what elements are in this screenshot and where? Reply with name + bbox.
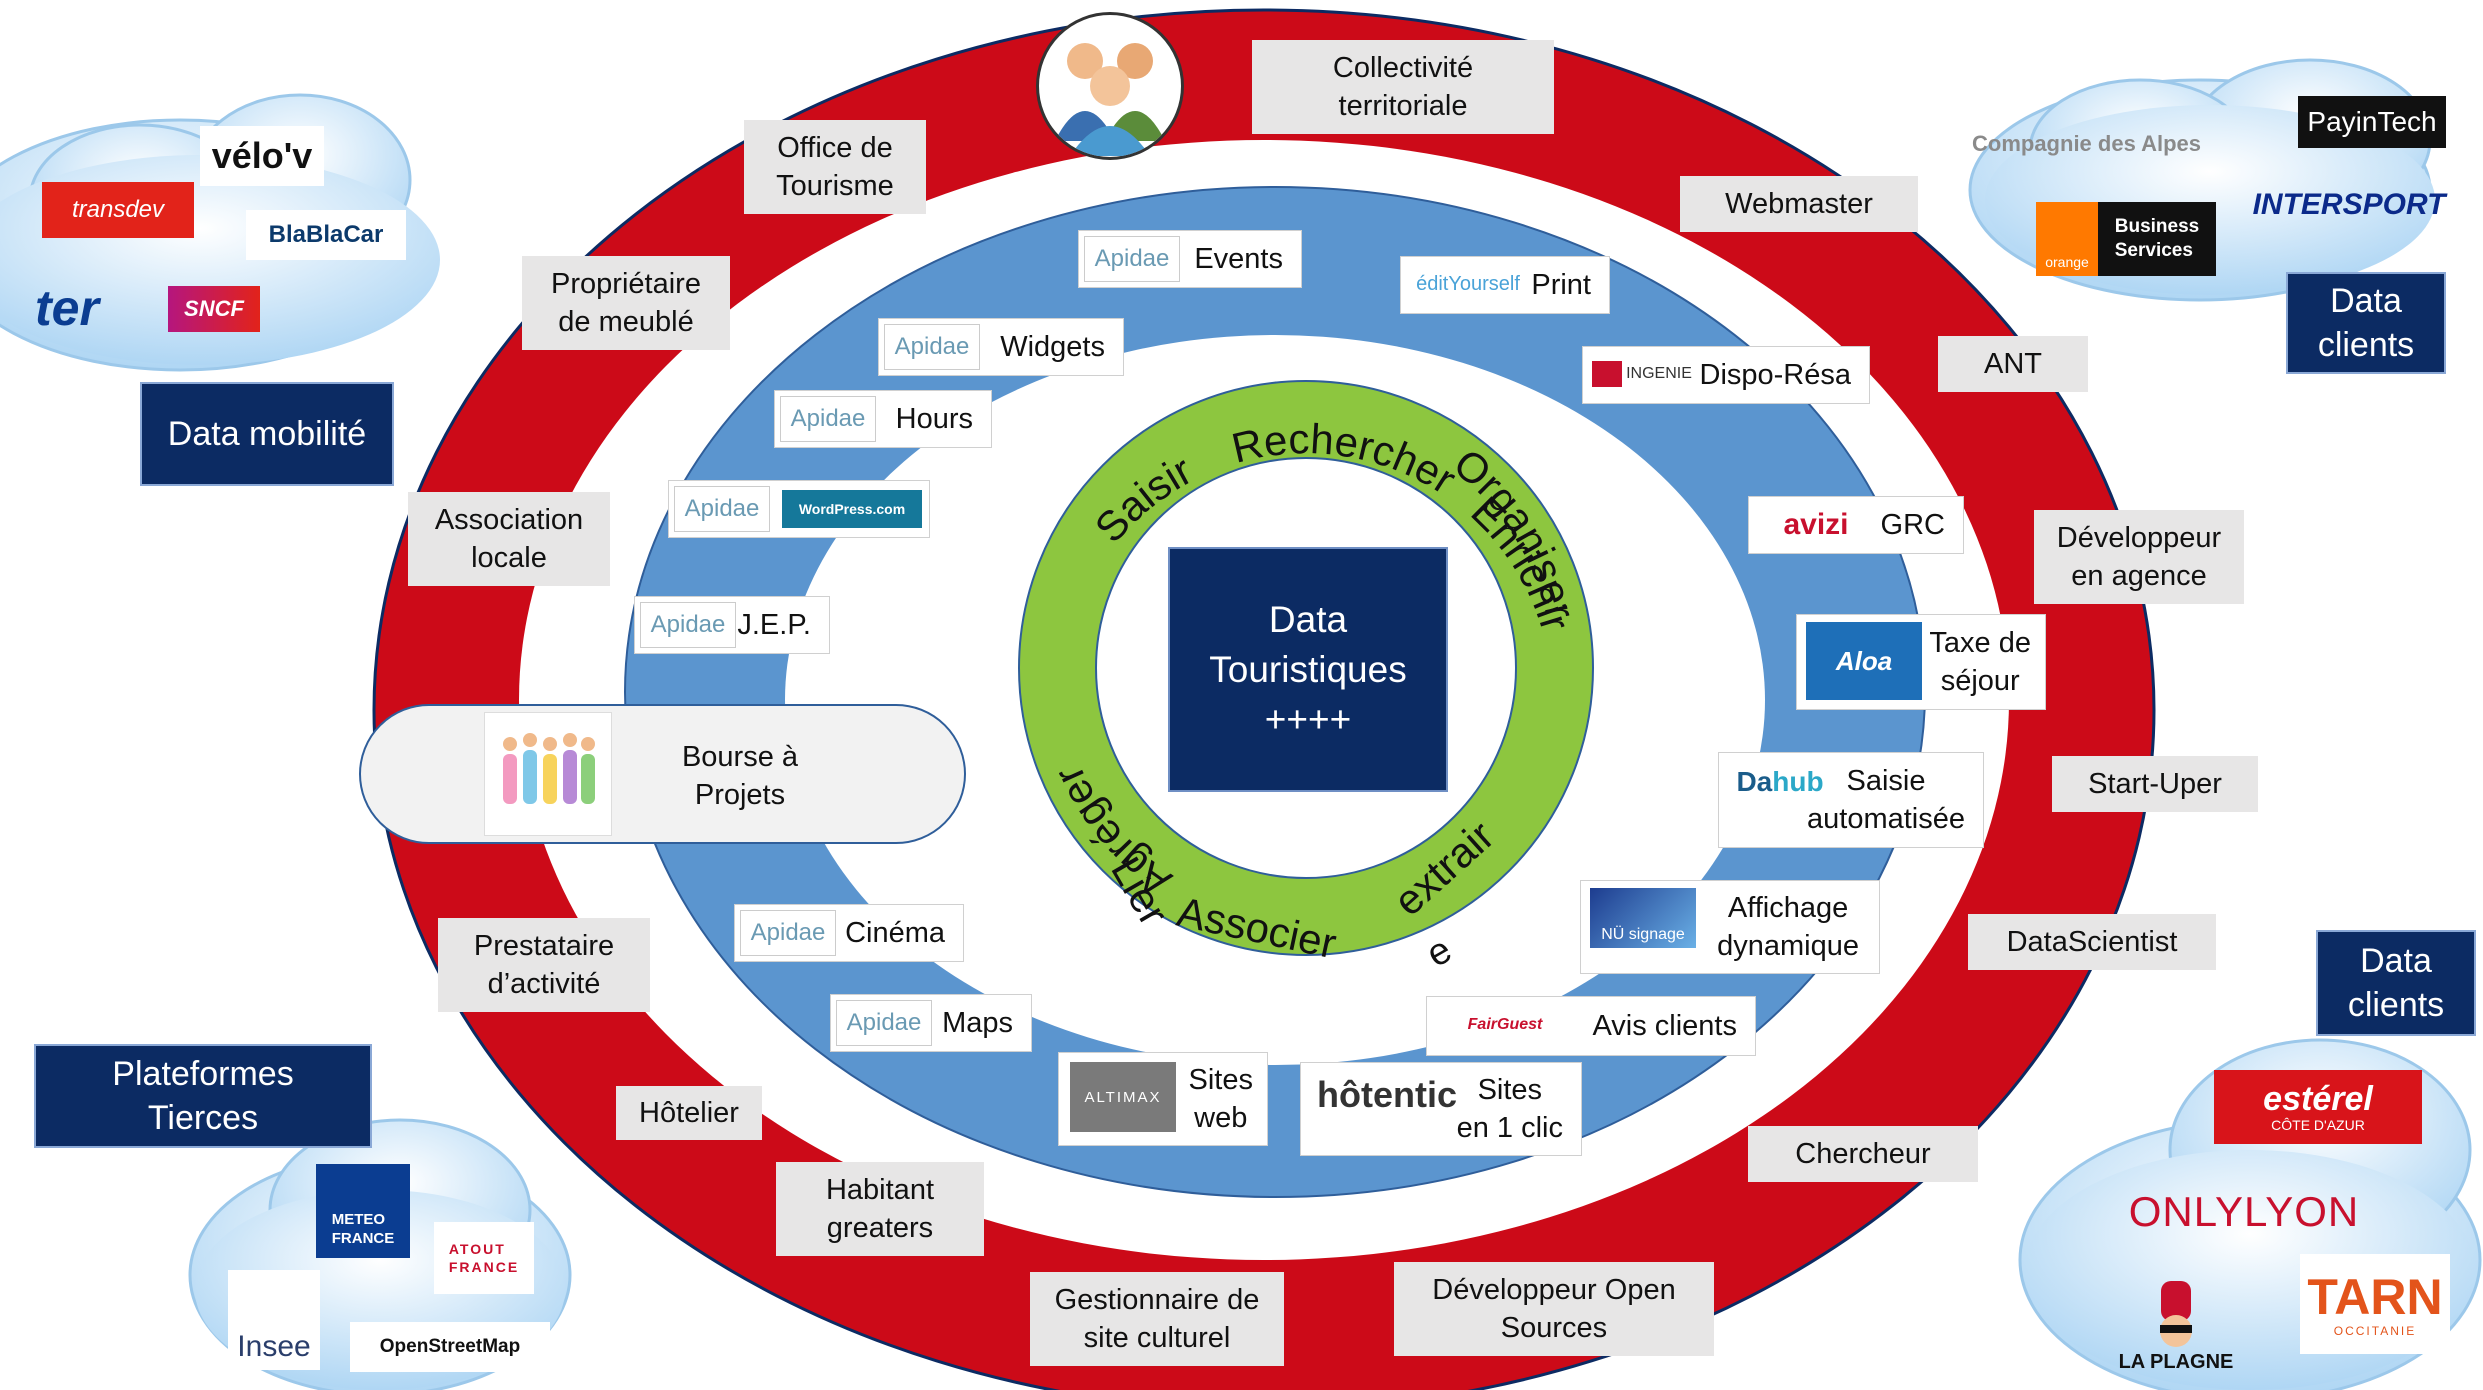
compagnie-alpes-logo: Compagnie des Alpes [1972,131,2202,156]
payintech-logo: PayinTech [2298,96,2446,148]
bourse-label: Bourse à Projets [681,741,799,811]
item-hours-label: Hours [895,403,973,435]
label-habitant: Habitant greaters [776,1162,984,1256]
label-proprietaire: Propriétaire de meublé [522,256,730,350]
blablacar-logo: BlaBlaCar [246,210,406,260]
dahub-da: Da [1736,766,1773,797]
label-association: Association locale [408,492,610,586]
tarn-sub: OCCITANIE [2333,1324,2417,1338]
item-saisie: Saisie automatisée [1718,752,1984,848]
item-widgets-label: Widgets [1000,331,1105,363]
label-webmaster: Webmaster [1680,176,1918,232]
sncf-logo: SNCF [168,286,260,332]
laplagne-logo: LA PLAGNE [2106,1250,2246,1374]
bourse-projects-image [484,712,612,836]
onlylyon-logo: ONLYLYON [2128,1188,2360,1235]
label-dev-agence: Développeur en agence [2034,510,2244,604]
item-jep-label: J.E.P. [737,609,811,641]
item-dispo-resa-label: Dispo-Résa [1699,359,1852,391]
apidae-logo-hours: Apidae [780,396,876,442]
label-plateformes: Plateformes Tierces [34,1044,372,1148]
item-taxe-label: Taxe de séjour [1929,627,2031,697]
item-cinema-label: Cinéma [845,917,945,949]
esterel-logo: estérel CÔTE D'AZUR [2214,1070,2422,1144]
atout-france-logo: ATOUT FRANCE [434,1222,534,1294]
item-print: Print [1400,256,1610,314]
esterel-title: estérel [2263,1080,2373,1118]
item-avis-clients-label: Avis clients [1592,1010,1737,1042]
edit-yourself-logo: éditYourself [1416,272,1520,295]
osm-logo: OpenStreetMap [350,1322,550,1372]
item-sites-web-label: Sites web [1188,1064,1253,1134]
tarn-title: TARN [2307,1269,2443,1325]
label-hotelier: Hôtelier [616,1086,762,1140]
insee-logo: Insee [228,1270,320,1370]
item-maps-label: Maps [942,1007,1013,1039]
altimax-logo: ALTIMAX [1070,1062,1176,1132]
fairguest-logo: FairGuest [1467,1016,1543,1033]
apidae-logo-events: Apidae [1084,236,1180,282]
ingenie-mark [1592,361,1623,387]
tarn-logo: TARN OCCITANIE [2300,1254,2450,1354]
label-startuper: Start-Uper [2052,756,2258,812]
label-collectivite: Collectivité territoriale [1252,40,1554,134]
orange-business-logo: Business Services [2098,202,2216,276]
item-avis-clients: Avis clients [1426,996,1756,1056]
aloa-logo: Aloa [1806,622,1922,700]
meteo-france-logo: METEO FRANCE [316,1164,410,1258]
apidae-logo-cinema: Apidae [740,910,836,956]
wordpress-logo: WordPress.com [782,490,922,528]
orange-logo: orange [2036,202,2098,276]
esterel-sub: CÔTE D'AZUR [2271,1117,2365,1133]
item-print-label: Print [1531,269,1591,301]
label-office-tourisme: Office de Tourisme [744,120,926,214]
item-sites-clic: Sites en 1 clic [1300,1062,1582,1156]
label-dev-open-sources: Développeur Open Sources [1394,1262,1714,1356]
label-ant: ANT [1938,336,2088,392]
dahub-hub: hub [1772,766,1824,797]
label-data-mobilite: Data mobilité [140,382,394,486]
item-sites-clic-label: Sites en 1 clic [1456,1074,1563,1144]
label-chercheur: Chercheur [1748,1126,1978,1182]
laplagne-figure [2160,1281,2192,1347]
people-icon [1036,12,1184,160]
center-data-touristiques: Data Touristiques ++++ [1168,547,1448,792]
transdev-logo: transdev [42,182,194,238]
ingenie-logo: INGENIE [1590,354,1694,394]
ter-logo: ter [35,280,99,336]
item-dispo-resa: Dispo-Résa [1582,346,1870,404]
ingenie-text: INGENIE [1626,365,1692,382]
apidae-logo-wordpress: Apidae [674,486,770,532]
apidae-logo-jep: Apidae [640,602,736,648]
item-affichage-label: Affichage dynamique [1717,892,1859,962]
intersport-logo: INTERSPORT [2252,188,2446,221]
avizi-logo: avizi [1783,508,1849,541]
item-events-label: Events [1194,243,1283,275]
item-grc-label: GRC [1880,509,1945,541]
label-data-clients-top: Data clients [2286,272,2446,374]
label-data-clients-bottom: Data clients [2316,930,2476,1036]
nu-signage-logo: NÜ signage [1590,888,1696,948]
item-grc: GRC [1748,496,1964,554]
hotentic-logo: hôtentic [1317,1074,1457,1115]
laplagne-text: LA PLAGNE [2118,1351,2234,1373]
item-saisie-label: Saisie automatisée [1807,765,1965,835]
label-prestataire: Prestataire d’activité [438,918,650,1012]
label-datascientist: DataScientist [1968,914,2216,970]
label-gestionnaire: Gestionnaire de site culturel [1030,1272,1284,1366]
apidae-logo-widgets: Apidae [884,324,980,370]
velov-logo: vélo'v [200,126,324,186]
apidae-logo-maps: Apidae [836,1000,932,1046]
